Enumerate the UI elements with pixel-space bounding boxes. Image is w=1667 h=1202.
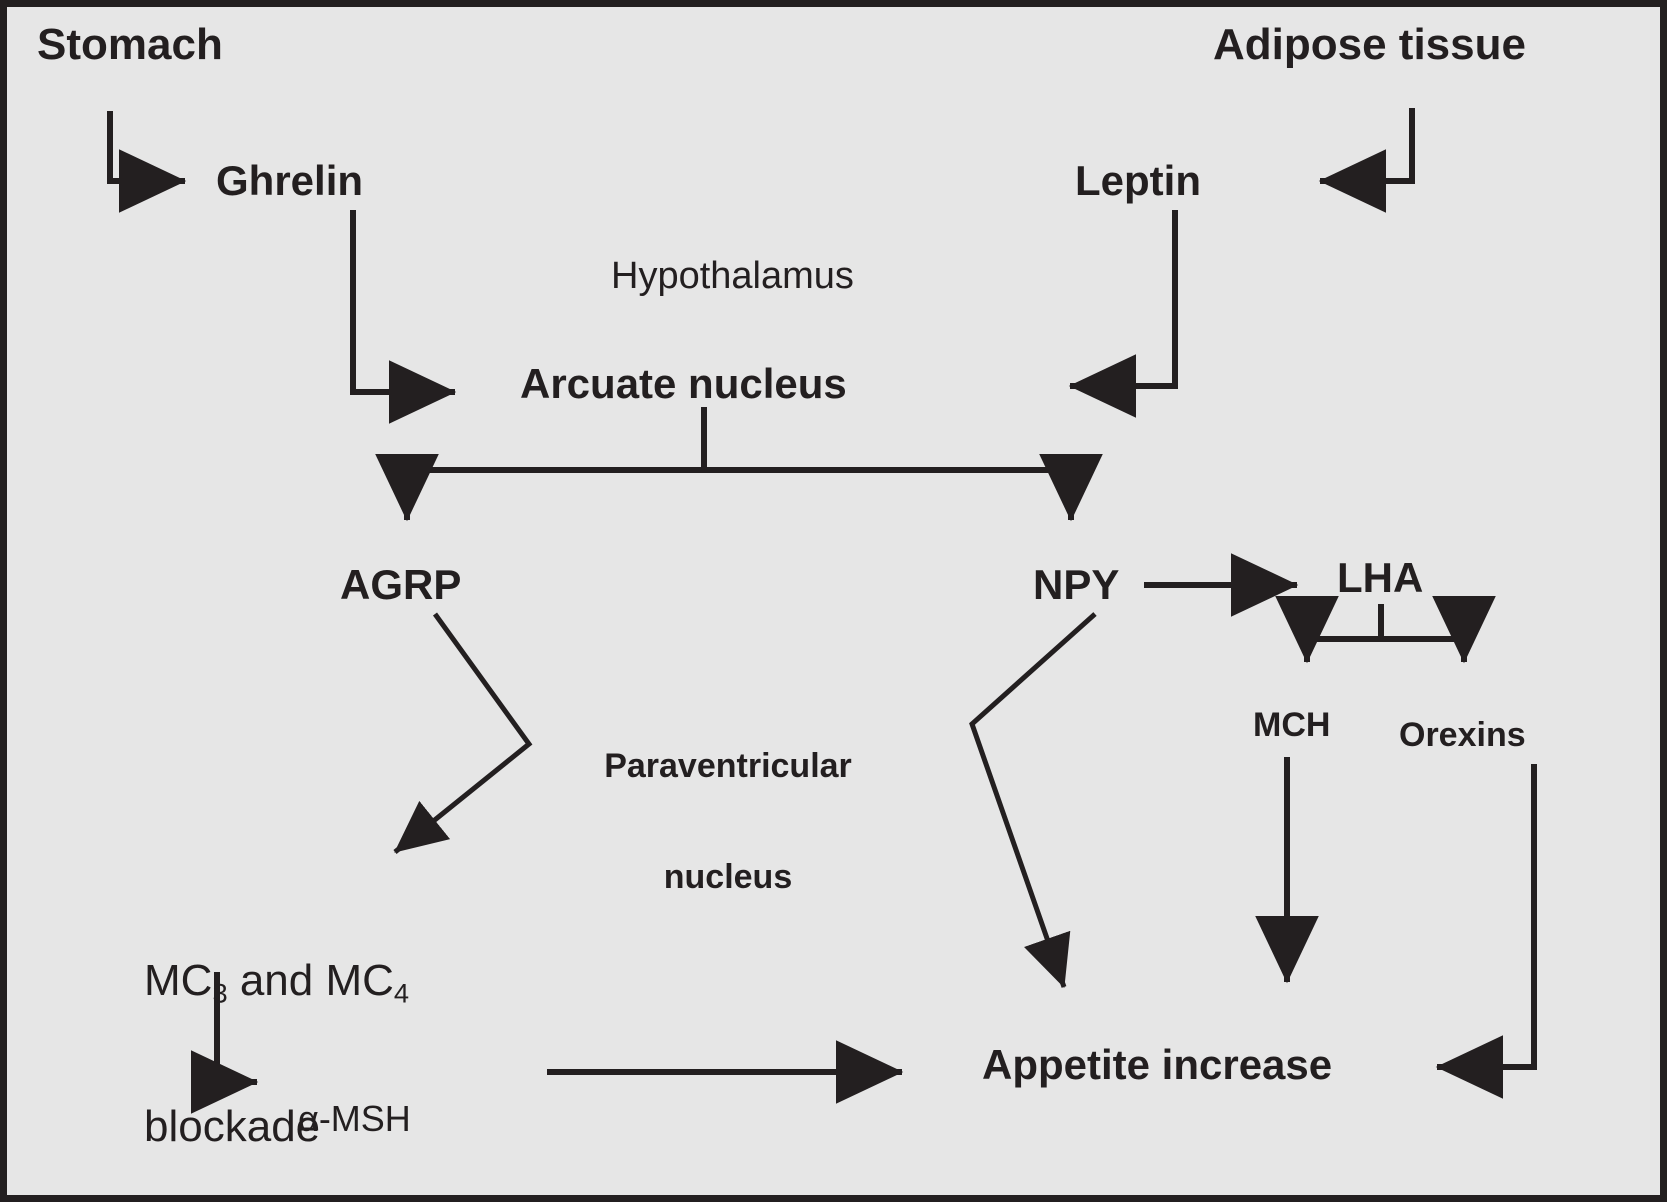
- label-paraventricular-nucleus-line1: Paraventricular: [604, 747, 852, 786]
- mc3-subscript: 3: [212, 977, 228, 1009]
- mc4-subscript: 4: [393, 977, 410, 1009]
- label-paraventricular-nucleus-line2: nucleus: [663, 857, 793, 896]
- node-agrp: AGRP: [340, 561, 462, 608]
- edge-leptin-to-arcuate: [1068, 210, 1178, 418]
- node-alpha-msh-inhibition: α-MSH inhibition: [298, 1022, 440, 1195]
- node-lha: LHA: [1337, 554, 1424, 601]
- node-leptin: Leptin: [1075, 157, 1201, 204]
- node-ghrelin: Ghrelin: [216, 157, 364, 204]
- node-adipose-tissue: Adipose tissue: [1213, 20, 1526, 69]
- mc-prefix: MC: [144, 956, 213, 1006]
- node-mch: MCH: [1253, 706, 1331, 744]
- node-arcuate-nucleus: Arcuate nucleus: [520, 360, 847, 407]
- edge-orexins-to-appetite: [1435, 764, 1537, 1099]
- node-appetite-increase: Appetite increase: [982, 1041, 1333, 1088]
- node-stomach: Stomach: [37, 20, 223, 69]
- node-npy: NPY: [1033, 561, 1120, 608]
- label-hypothalamus: Hypothalamus: [611, 255, 854, 297]
- node-mc3-mc4-blockade-line2: blockade: [144, 1102, 321, 1152]
- node-orexins: Orexins: [1399, 716, 1526, 754]
- mc-mid: and MC: [227, 956, 394, 1006]
- node-mc3-mc4-blockade: MC3 and MC4 blockade: [144, 862, 409, 1195]
- edge-ghrelin-to-arcuate: [350, 210, 457, 424]
- edge-stomach-to-ghrelin: [107, 111, 187, 213]
- edge-npy-to-appetite: [969, 612, 1097, 988]
- node-mc3-mc4-blockade-line1: MC3 and MC4: [144, 957, 409, 1008]
- edge-adipose-to-leptin: [1318, 108, 1415, 213]
- label-paraventricular-nucleus: Paraventricular nucleus: [573, 675, 883, 969]
- node-alpha-msh-inhibition-line1: α-MSH: [298, 1097, 411, 1139]
- edge-agrp-to-mc-blockade: [393, 612, 533, 854]
